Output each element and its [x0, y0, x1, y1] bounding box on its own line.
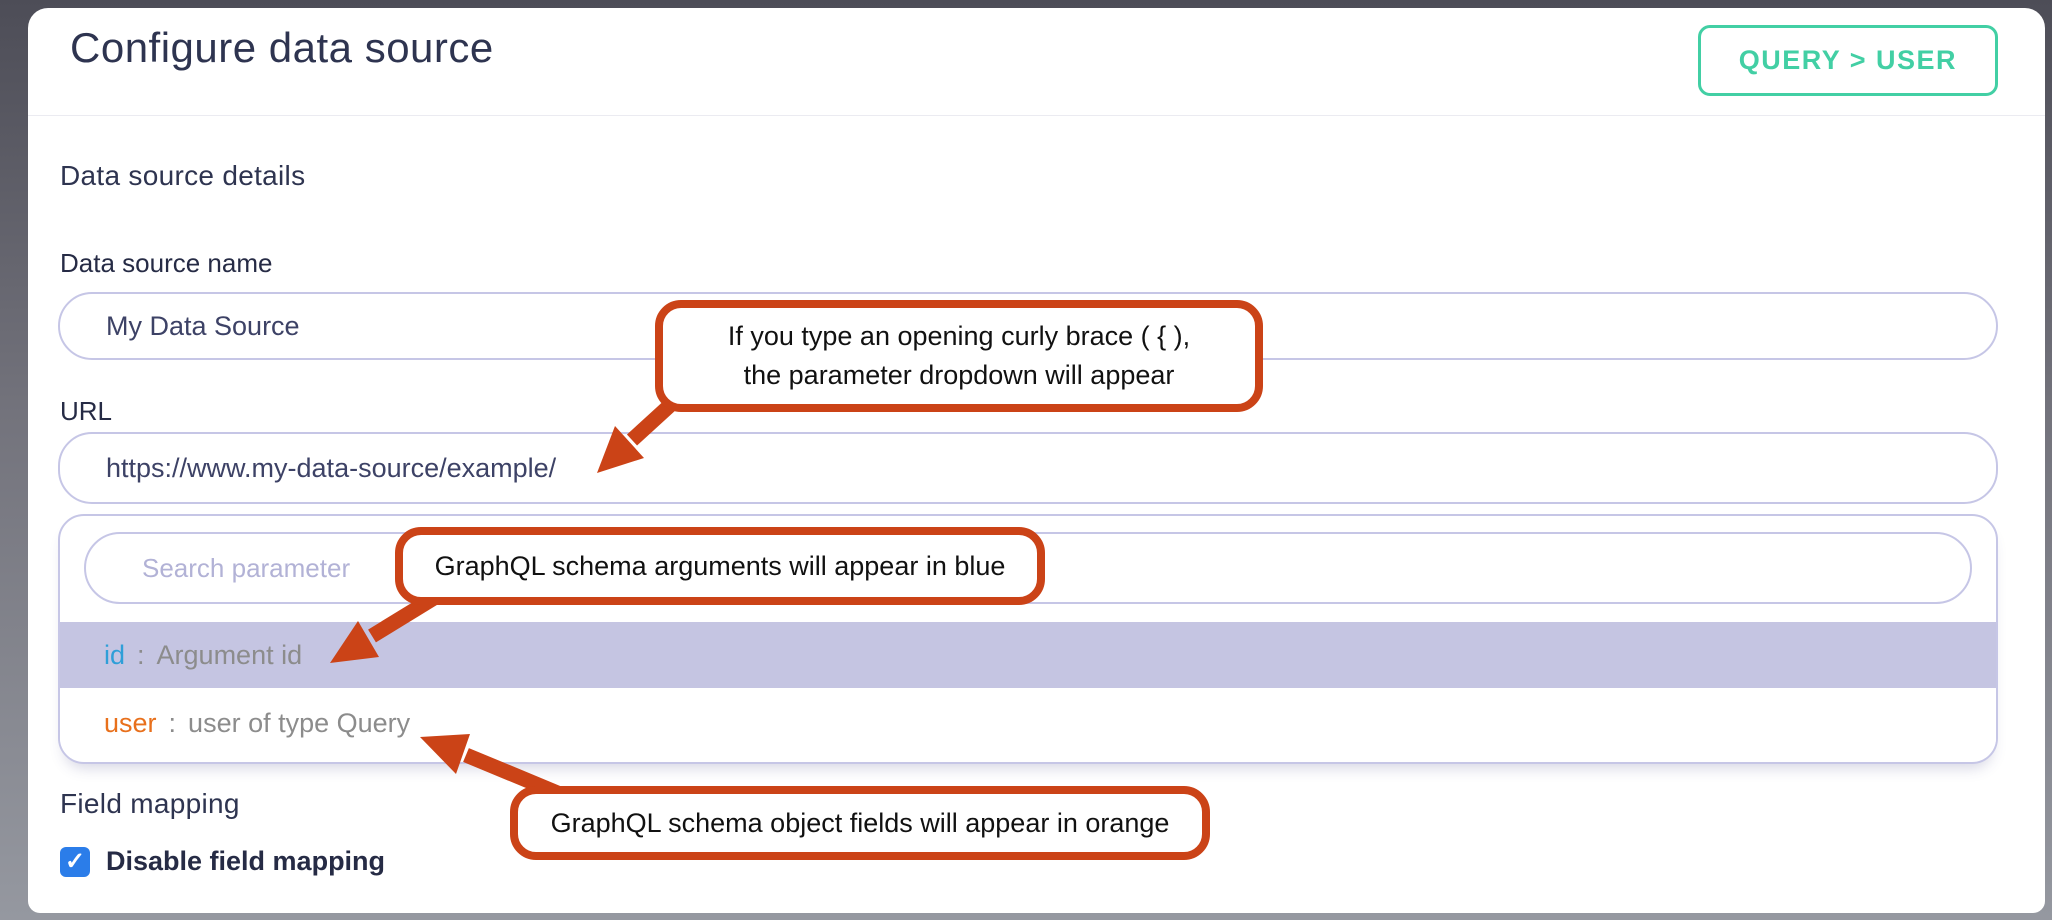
dropdown-item-user[interactable]: user : user of type Query: [60, 688, 1996, 758]
annotation-callout-fields-orange: GraphQL schema object fields will appear…: [510, 786, 1210, 860]
url-input[interactable]: [58, 432, 1998, 504]
dropdown-item-user-description: user of type Query: [188, 707, 411, 738]
query-path-badge: QUERY > USER: [1697, 25, 1998, 96]
annotation-callout-fields-orange-text: GraphQL schema object fields will appear…: [550, 807, 1170, 838]
checkmark-icon: ✓: [64, 848, 86, 875]
dropdown-item-id-name: id: [104, 639, 126, 670]
header-divider: [28, 115, 2045, 116]
dropdown-item-id-separator: :: [137, 639, 145, 670]
page-title: Configure data source: [70, 24, 494, 71]
dropdown-item-user-name: user: [104, 707, 157, 738]
section-heading-field-mapping: Field mapping: [60, 788, 240, 819]
data-source-name-label: Data source name: [60, 248, 273, 278]
disable-field-mapping-label: Disable field mapping: [106, 846, 386, 876]
dropdown-item-id-description: Argument id: [156, 639, 303, 670]
dropdown-item-id[interactable]: id : Argument id: [60, 622, 1996, 688]
annotation-callout-curly-brace: If you type an opening curly brace ( { )…: [655, 300, 1263, 412]
disable-field-mapping-checkbox[interactable]: ✓: [60, 846, 90, 877]
annotation-callout-arguments-blue: GraphQL schema arguments will appear in …: [395, 527, 1045, 605]
dropdown-item-user-separator: :: [168, 707, 177, 738]
url-label: URL: [60, 396, 113, 426]
configure-data-source-panel: Configure data source QUERY > USER Data …: [28, 8, 2045, 913]
annotation-callout-curly-brace-line1: If you type an opening curly brace ( { )…: [727, 321, 1191, 351]
annotation-callout-arguments-blue-text: GraphQL schema arguments will appear in …: [434, 550, 1006, 581]
annotation-callout-curly-brace-line2: the parameter dropdown will appear: [743, 360, 1175, 390]
section-heading-data-source-details: Data source details: [60, 160, 306, 191]
disable-field-mapping-row: ✓ Disable field mapping: [60, 846, 385, 877]
